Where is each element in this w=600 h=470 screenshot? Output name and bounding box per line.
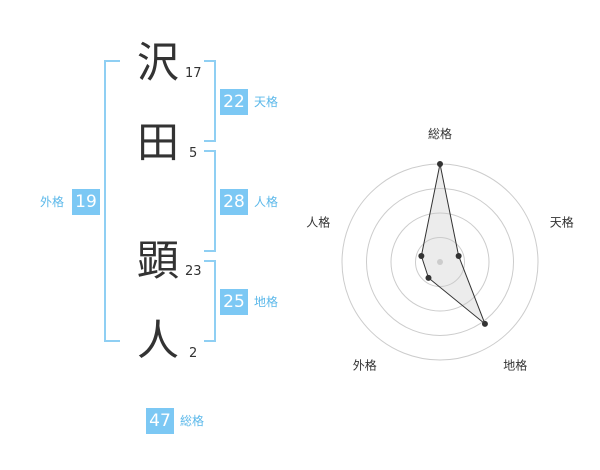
name-char-2: 田 xyxy=(136,118,179,167)
chikaku-label: 地格 xyxy=(254,295,279,309)
soukaku-label: 総格 xyxy=(180,414,205,428)
stroke-count-2: 5 xyxy=(189,146,198,161)
radar-axis-label-2: 天格 xyxy=(550,214,574,229)
stroke-count-4: 2 xyxy=(189,346,198,361)
radar-data-point-2 xyxy=(455,252,462,259)
name-char-4: 人 xyxy=(136,316,179,365)
tenkaku-label: 天格 xyxy=(254,95,279,109)
radar-grid-ring-1 xyxy=(415,237,465,287)
radar-data-point-4 xyxy=(425,274,432,281)
gaikaku-value: 19 xyxy=(72,189,100,215)
gaikaku-label: 外格 xyxy=(40,195,65,209)
radar-axis-label-3: 地格 xyxy=(503,358,527,373)
radar-axis-label-4: 外格 xyxy=(353,358,377,373)
radar-axis-label-1: 総格 xyxy=(428,126,452,141)
name-char-1: 沢 xyxy=(136,38,179,87)
jinkaku-value: 28 xyxy=(220,189,248,215)
stroke-count-3: 23 xyxy=(185,264,202,279)
radar-data-point-5 xyxy=(418,252,425,259)
radar-series-area xyxy=(420,163,487,326)
jinkaku-label: 人格 xyxy=(254,195,279,209)
jinkaku-bracket xyxy=(204,150,216,252)
radar-axis-label-5: 人格 xyxy=(306,214,330,229)
name-char-3: 顕 xyxy=(136,236,179,285)
radar-center-point xyxy=(437,259,443,265)
tenkaku-bracket xyxy=(204,60,216,142)
radar-grid-ring-3 xyxy=(366,188,514,336)
radar-grid-ring-2 xyxy=(390,212,490,312)
gaikaku-bracket xyxy=(104,60,120,342)
chikaku-value: 25 xyxy=(220,289,248,315)
chikaku-bracket xyxy=(204,260,216,342)
radar-data-point-1 xyxy=(437,161,443,167)
tenkaku-value: 22 xyxy=(220,89,248,115)
stroke-count-1: 17 xyxy=(185,66,202,81)
soukaku-value: 47 xyxy=(146,408,174,434)
radar-data-point-3 xyxy=(481,320,488,327)
